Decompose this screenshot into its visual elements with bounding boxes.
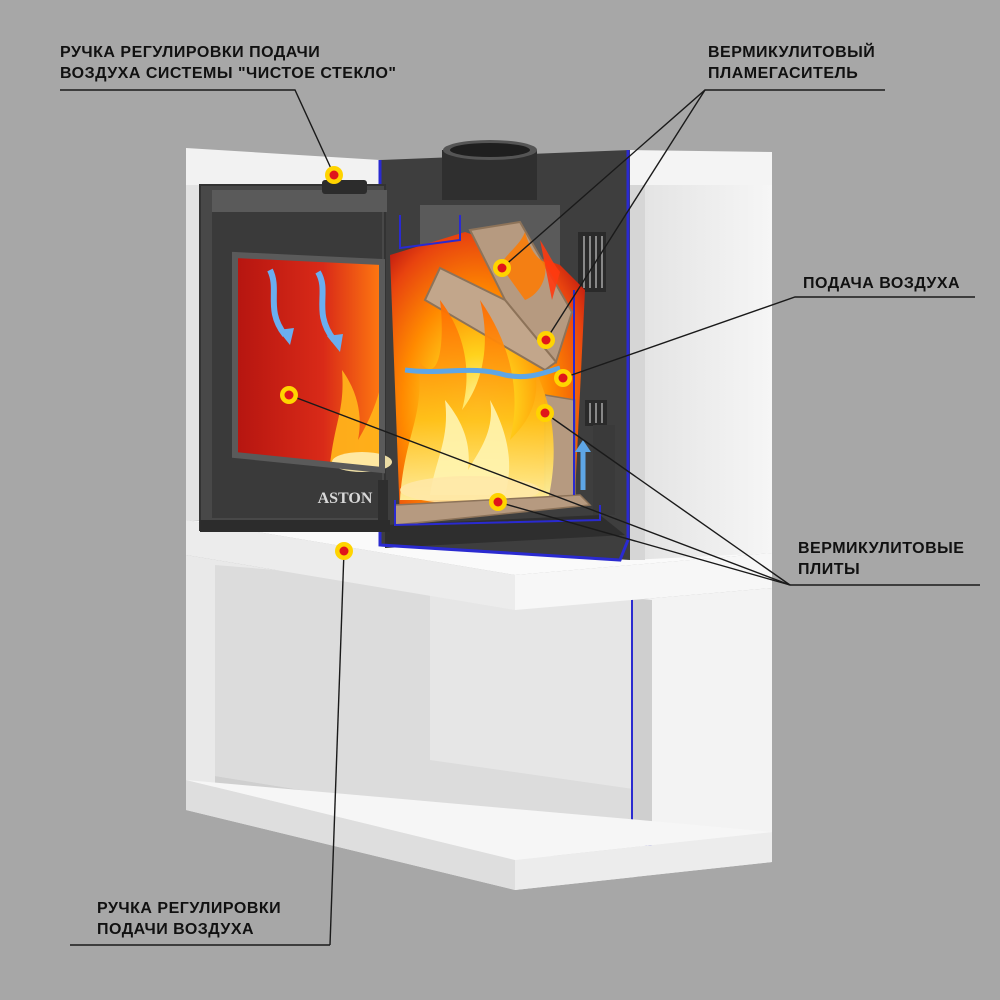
stove-door: ASTON bbox=[199, 180, 392, 532]
label-line: ВЕРМИКУЛИТОВЫЕ bbox=[798, 540, 965, 557]
label-vermiculite-plates: ВЕРМИКУЛИТОВЫЕ ПЛИТЫ bbox=[798, 538, 964, 580]
label-line: ПЛИТЫ bbox=[798, 561, 861, 578]
leader-clean-glass-knob bbox=[60, 89, 335, 176]
air-wash-arrows bbox=[267, 268, 343, 352]
air-flow-arrow-up bbox=[575, 440, 591, 452]
marker-clean-glass-knob bbox=[325, 166, 343, 184]
callout-markers bbox=[280, 166, 572, 560]
vent-grille-lower bbox=[585, 400, 607, 426]
label-line: ПЛАМЕГАСИТЕЛЬ bbox=[708, 65, 859, 82]
air-flow-arrow-secondary bbox=[404, 365, 561, 380]
label-line: ПОДАЧА ВОЗДУХА bbox=[803, 275, 961, 292]
marker-vermiculite-1 bbox=[280, 386, 298, 404]
label-line: ПОДАЧИ ВОЗДУХА bbox=[97, 921, 255, 938]
lower-stand bbox=[186, 555, 772, 890]
label-line: РУЧКА РЕГУЛИРОВКИ bbox=[97, 900, 282, 917]
marker-vermiculite-2 bbox=[536, 404, 554, 422]
label-line: ВЕРМИКУЛИТОВЫЙ bbox=[708, 44, 876, 61]
label-line: ВОЗДУХА СИСТЕМЫ "ЧИСТОЕ СТЕКЛО" bbox=[60, 65, 397, 82]
firebox-interior bbox=[378, 140, 630, 562]
marker-vermiculite-3 bbox=[489, 493, 507, 511]
label-air-knob: РУЧКА РЕГУЛИРОВКИ ПОДАЧИ ВОЗДУХА bbox=[97, 898, 281, 940]
label-vermiculite-flame-arrester: ВЕРМИКУЛИТОВЫЙ ПЛАМЕГАСИТЕЛЬ bbox=[708, 42, 875, 84]
label-air-supply: ПОДАЧА ВОЗДУХА bbox=[803, 273, 960, 294]
marker-air-knob bbox=[335, 542, 353, 560]
marker-air-supply bbox=[554, 369, 572, 387]
leader-lines bbox=[60, 89, 980, 946]
marker-flame-arrester-2 bbox=[537, 331, 555, 349]
brand-logo: ASTON bbox=[318, 490, 373, 507]
label-line: РУЧКА РЕГУЛИРОВКИ ПОДАЧИ bbox=[60, 44, 321, 61]
marker-flame-arrester-1 bbox=[493, 259, 511, 277]
label-clean-glass-air-knob: РУЧКА РЕГУЛИРОВКИ ПОДАЧИ ВОЗДУХА СИСТЕМЫ… bbox=[60, 42, 396, 84]
leader-air-supply bbox=[562, 296, 975, 379]
